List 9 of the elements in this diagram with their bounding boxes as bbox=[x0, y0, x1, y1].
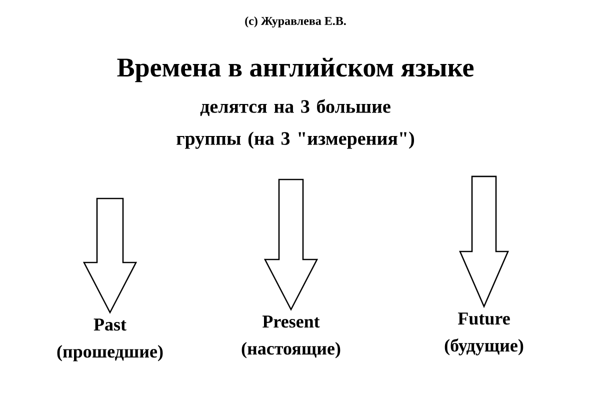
copyright-note: (c) Журавлева Е.В. bbox=[245, 16, 346, 28]
subtitle: делятся на 3 большие группы (на 3 "измерения") bbox=[176, 99, 414, 149]
block-arrow bbox=[264, 178, 318, 311]
block-arrow bbox=[82, 198, 138, 314]
tense-label: Future (будущие) bbox=[444, 312, 524, 356]
title: Времена в английском языке bbox=[117, 58, 474, 82]
block-arrow bbox=[459, 176, 509, 308]
tense-label: Past (прошедшие) bbox=[57, 318, 163, 362]
tense-label: Present (настоящие) bbox=[242, 316, 340, 358]
